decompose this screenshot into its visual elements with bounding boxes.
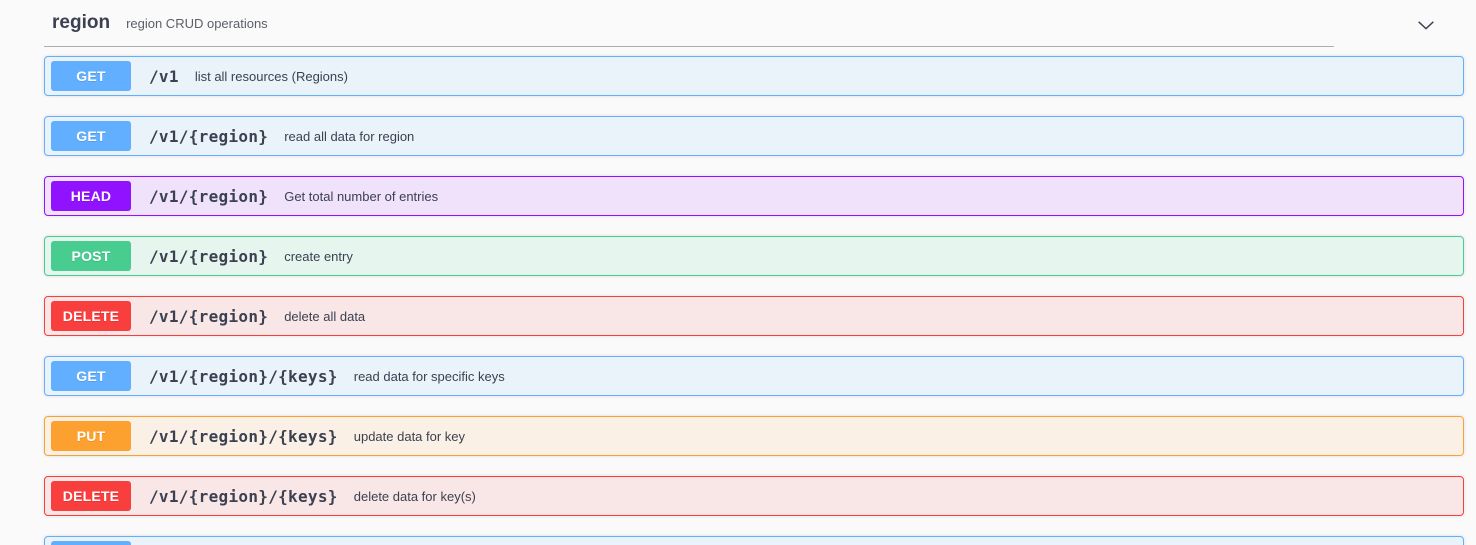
operations-list: GET /v1 list all resources (Regions) GET…	[44, 56, 1464, 545]
operation-summary: delete data for key(s)	[353, 488, 476, 504]
operation-summary: delete all data	[284, 308, 366, 324]
method-badge: DELETE	[51, 481, 131, 511]
tag-name: region	[52, 12, 111, 33]
operation-row[interactable]: DELETE /v1/{region} delete all data	[44, 296, 1464, 336]
method-badge: GET	[51, 541, 131, 545]
tag-section: region region CRUD operations GET /v1 li…	[44, 0, 1464, 545]
operation-path: /v1/{region}	[149, 186, 269, 206]
tag-header[interactable]: region region CRUD operations	[44, 0, 1464, 47]
tag-title-wrap: region region CRUD operations	[44, 8, 1334, 47]
operation-path: /v1/{region}	[149, 126, 269, 146]
method-badge: POST	[51, 241, 131, 271]
operation-path: /v1/{region}	[149, 306, 269, 326]
operation-row[interactable]: GET /v1 list all resources (Regions)	[44, 56, 1464, 96]
chevron-down-icon	[1415, 14, 1437, 36]
method-badge: PUT	[51, 421, 131, 451]
operation-row[interactable]: PUT /v1/{region}/{keys} update data for …	[44, 416, 1464, 456]
operation-row[interactable]: DELETE /v1/{region}/{keys} delete data f…	[44, 476, 1464, 516]
operation-path: /v1/{region}/{keys}	[149, 366, 338, 386]
operation-summary: Get total number of entries	[284, 188, 439, 204]
operation-summary: read data for specific keys	[353, 368, 505, 384]
method-badge: GET	[51, 61, 131, 91]
collapse-tag-button[interactable]	[1402, 10, 1450, 40]
operation-row[interactable]: GET	[44, 536, 1464, 545]
operation-summary: update data for key	[353, 428, 466, 444]
method-badge: DELETE	[51, 301, 131, 331]
operation-path: /v1	[149, 66, 179, 86]
operation-path: /v1/{region}	[149, 246, 269, 266]
method-badge: HEAD	[51, 181, 131, 211]
operation-summary: create entry	[284, 248, 353, 264]
operation-path: /v1/{region}/{keys}	[149, 486, 338, 506]
operation-summary: list all resources (Regions)	[194, 68, 348, 84]
operation-path: /v1/{region}/{keys}	[149, 426, 338, 446]
tag-description: region CRUD operations	[126, 16, 268, 31]
operation-row[interactable]: GET /v1/{region} read all data for regio…	[44, 116, 1464, 156]
operation-row[interactable]: GET /v1/{region}/{keys} read data for sp…	[44, 356, 1464, 396]
operation-row[interactable]: POST /v1/{region} create entry	[44, 236, 1464, 276]
operation-summary: read all data for region	[284, 128, 415, 144]
method-badge: GET	[51, 361, 131, 391]
method-badge: GET	[51, 121, 131, 151]
operation-row[interactable]: HEAD /v1/{region} Get total number of en…	[44, 176, 1464, 216]
